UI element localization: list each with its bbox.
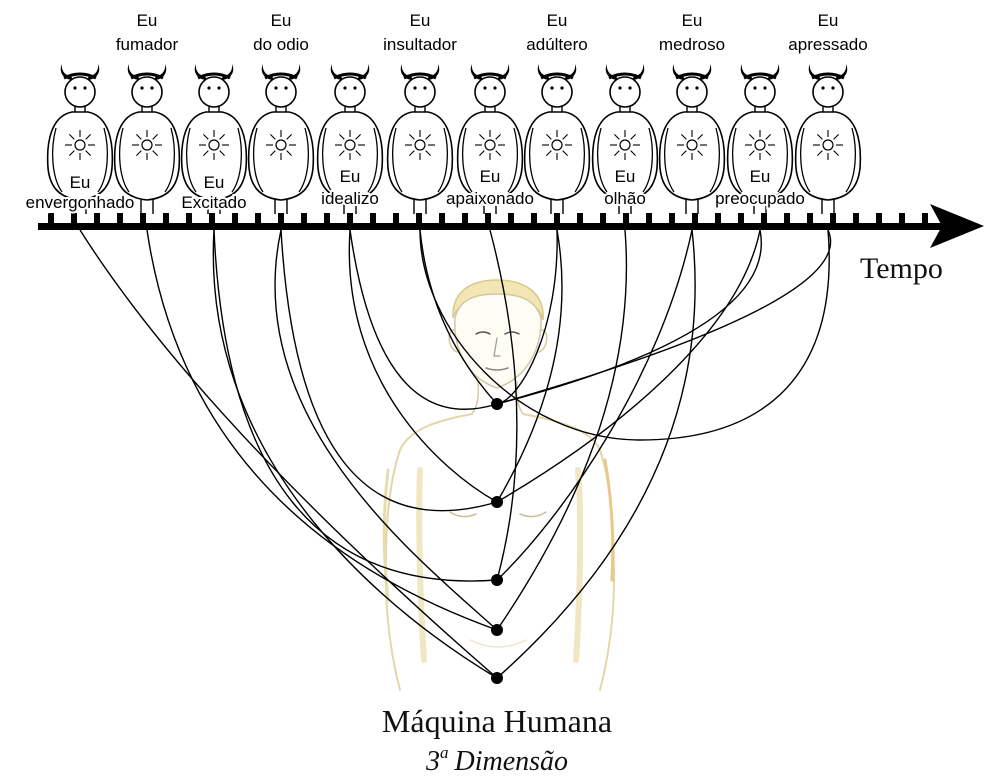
top_label-line2: medroso bbox=[659, 35, 725, 54]
axis-tick bbox=[623, 213, 629, 224]
time-axis-line bbox=[38, 223, 948, 230]
horned-egg-figure-icon bbox=[796, 64, 861, 214]
top_label-line2: fumador bbox=[116, 35, 179, 54]
axis-tick bbox=[255, 213, 261, 224]
horned-egg-figure-icon bbox=[249, 64, 314, 214]
connection-curve bbox=[497, 230, 760, 502]
top_label-line1: Eu bbox=[682, 11, 703, 30]
top_label-4: Eu medroso bbox=[659, 11, 725, 54]
axis-tick bbox=[393, 213, 399, 224]
top_label-0: Eu fumador bbox=[116, 11, 179, 54]
top_label-line1: Eu bbox=[137, 11, 158, 30]
axis-tick bbox=[784, 213, 790, 224]
axis-tick bbox=[416, 213, 422, 224]
top_label-line1: Eu bbox=[410, 11, 431, 30]
axis-tick bbox=[899, 213, 905, 224]
horned-egg-figure-icon bbox=[388, 64, 453, 214]
body-point bbox=[491, 398, 503, 410]
axis-tick bbox=[324, 213, 330, 224]
axis-tick bbox=[347, 213, 353, 224]
axis-tick bbox=[439, 213, 445, 224]
connection-curve bbox=[281, 230, 497, 511]
top_label-1: Eu do odio bbox=[253, 11, 309, 54]
top_label-2: Eu insultador bbox=[383, 11, 457, 54]
top_label-line2: apressado bbox=[788, 35, 867, 54]
axis-tick bbox=[48, 213, 54, 224]
bottom_label-line1: Eu bbox=[750, 167, 771, 186]
axis-tick bbox=[876, 213, 882, 224]
bottom_label-line2: idealizo bbox=[321, 189, 379, 208]
caption-subtitle-prefix: 3 bbox=[425, 746, 440, 776]
bottom_label-line1: Eu bbox=[340, 167, 361, 186]
axis-tick bbox=[485, 213, 491, 224]
axis-tick bbox=[554, 213, 560, 224]
axis-tick bbox=[94, 213, 100, 224]
body-point bbox=[491, 574, 503, 586]
axis-tick bbox=[600, 213, 606, 224]
caption-subtitle-sup: a bbox=[440, 743, 449, 762]
axis-tick bbox=[830, 213, 836, 224]
bottom_label-line1: Eu bbox=[70, 173, 91, 192]
bottom_label-line1: Eu bbox=[615, 167, 636, 186]
caption-subtitle-text: Dimensão bbox=[453, 746, 568, 776]
axis-tick bbox=[301, 213, 307, 224]
axis-tick bbox=[646, 213, 652, 224]
bottom_label-line2: envergonhado bbox=[26, 193, 135, 212]
top_label-line1: Eu bbox=[271, 11, 292, 30]
axis-tick bbox=[922, 213, 928, 224]
axis-tick bbox=[508, 213, 514, 224]
bottom_label-line2: apaixonado bbox=[446, 189, 534, 208]
axis-tick bbox=[669, 213, 675, 224]
bottom_label-line2: Excitado bbox=[181, 193, 246, 212]
axis-tick bbox=[692, 213, 698, 224]
axis-tick bbox=[370, 213, 376, 224]
axis-tick bbox=[163, 213, 169, 224]
horned-egg-figure-icon bbox=[115, 64, 180, 214]
body-point bbox=[491, 496, 503, 508]
axis-label: Tempo bbox=[860, 252, 943, 285]
axis-tick bbox=[807, 213, 813, 224]
axis-tick bbox=[117, 213, 123, 224]
horned-egg-figure-icon bbox=[525, 64, 590, 214]
axis-tick bbox=[738, 213, 744, 224]
top_label-5: Eu apressado bbox=[788, 11, 867, 54]
axis-tick bbox=[761, 213, 767, 224]
bottom_label-line2: preocupado bbox=[715, 189, 805, 208]
top_label-3: Eu adúltero bbox=[526, 11, 587, 54]
body-point bbox=[491, 672, 503, 684]
top_label-line1: Eu bbox=[818, 11, 839, 30]
connection-curve bbox=[497, 230, 831, 404]
axis-tick bbox=[462, 213, 468, 224]
chakra-points bbox=[491, 398, 503, 684]
axis-tick bbox=[715, 213, 721, 224]
bottom_label-line1: Eu bbox=[480, 167, 501, 186]
axis-tick bbox=[278, 213, 284, 224]
connection-curve bbox=[147, 230, 497, 630]
time-axis: Tempo bbox=[38, 204, 984, 285]
top_label-line2: adúltero bbox=[526, 35, 587, 54]
axis-tick bbox=[531, 213, 537, 224]
bottom_label-line1: Eu bbox=[204, 173, 225, 192]
connection-curve bbox=[213, 230, 497, 678]
axis-tick bbox=[140, 213, 146, 224]
connection-curves bbox=[80, 230, 831, 678]
time-axis-ticks bbox=[48, 213, 928, 224]
top_label-line1: Eu bbox=[547, 11, 568, 30]
axis-tick bbox=[577, 213, 583, 224]
top_label-line2: insultador bbox=[383, 35, 457, 54]
connection-curve bbox=[214, 230, 497, 581]
top_label-line2: do odio bbox=[253, 35, 309, 54]
bottom_label-line2: olhão bbox=[604, 189, 646, 208]
axis-tick bbox=[853, 213, 859, 224]
caption-title: Máquina Humana bbox=[382, 703, 612, 739]
axis-tick bbox=[186, 213, 192, 224]
axis-tick bbox=[209, 213, 215, 224]
axis-tick bbox=[71, 213, 77, 224]
axis-tick bbox=[232, 213, 238, 224]
body-point bbox=[491, 624, 503, 636]
